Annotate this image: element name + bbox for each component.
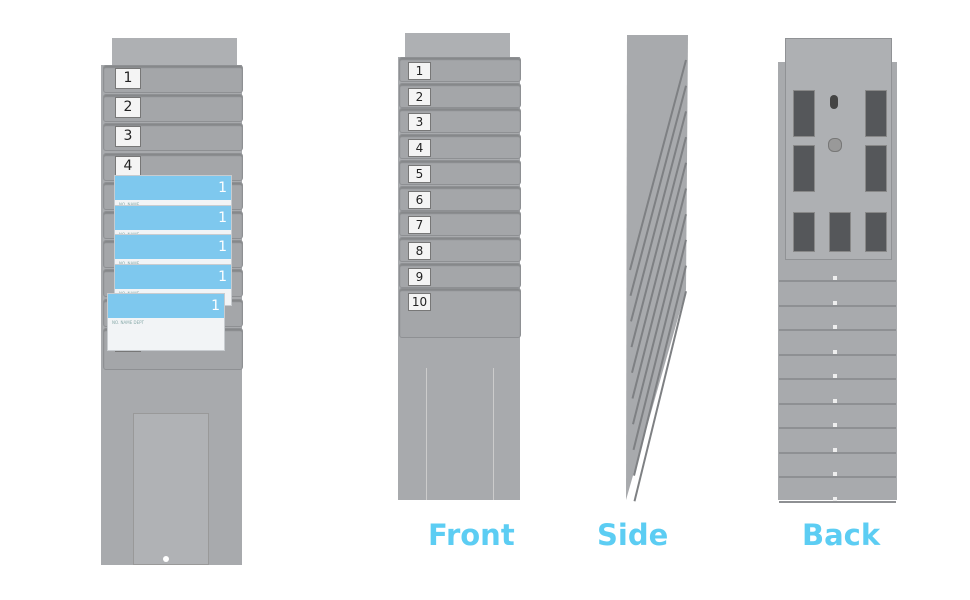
caption-front: Front [428,518,515,552]
back-pocket-row [779,479,896,503]
back-slot [833,472,837,476]
side-pocket-edge [630,136,687,348]
card-number: 1 [108,294,224,318]
back-pocket-row [779,381,896,405]
card-fields: NO. NAME DEPT [112,320,144,325]
card-number: 1 [115,205,231,230]
pocket-number-label: 3 [408,113,431,132]
pocket-number-label: 8 [408,241,431,260]
side-pocket-edge [631,162,687,374]
back-slot [833,276,837,280]
back-pocket-row [779,356,896,380]
pocket-number-label: 5 [408,164,431,183]
back-slot [833,398,837,403]
side-pocket-edge [631,188,687,399]
back-slot [833,374,837,378]
pocket-number-label: 9 [408,267,431,286]
side-pocket-edge [629,85,687,296]
back-pocket-row [779,405,896,429]
back-slot [833,447,837,452]
vent-hole [793,145,815,192]
vent-hole [865,90,887,137]
pocket-number-label: 2 [408,87,431,106]
vent-hole [793,90,815,137]
side-pocket-edge [629,59,687,271]
pocket-number-label: 7 [408,216,431,235]
caption-back: Back [802,518,881,552]
back-slot [833,496,837,501]
vent-hole [829,212,851,252]
side-pocket-edge [630,111,687,322]
back-slot [833,423,837,427]
card-number: 1 [115,176,231,200]
vent-hole [793,212,815,252]
back-pocket-row [779,307,896,331]
rack-top-panel [405,33,510,59]
pocket [399,288,521,339]
card-number: 1 [115,264,231,289]
card-number: 1 [115,235,231,259]
side-body [626,35,688,500]
side-pocket-edge [633,291,687,502]
vent-hole [865,212,887,252]
pocket-number-label: 10 [408,293,431,312]
back-pocket-row [779,430,896,454]
back-slot [833,325,837,329]
label-window [133,413,209,565]
back-pocket-row [779,332,896,356]
keyhole-slot [830,95,838,109]
pocket-number-label: 2 [115,97,141,119]
rack-top-panel [112,38,237,68]
pocket-number-label: 6 [408,190,431,209]
side-pocket-edge [633,265,687,476]
back-pocket-row [779,258,896,282]
pocket-number-label: 4 [408,139,431,158]
back-pocket-row [779,454,896,478]
side-pocket-edge [632,213,687,425]
caption-side: Side [597,518,669,552]
back-slot [833,349,837,354]
pocket-number-label: 3 [115,126,141,148]
side-pocket-edge [632,239,687,451]
back-slot [833,300,837,305]
back-pocket-row [779,283,896,307]
pocket-number-label: 1 [408,62,431,80]
vent-hole [865,145,887,192]
hang-hole [163,556,169,562]
label-window [426,368,494,500]
pocket-number-label: 1 [115,68,141,89]
screw-mount [828,138,842,152]
